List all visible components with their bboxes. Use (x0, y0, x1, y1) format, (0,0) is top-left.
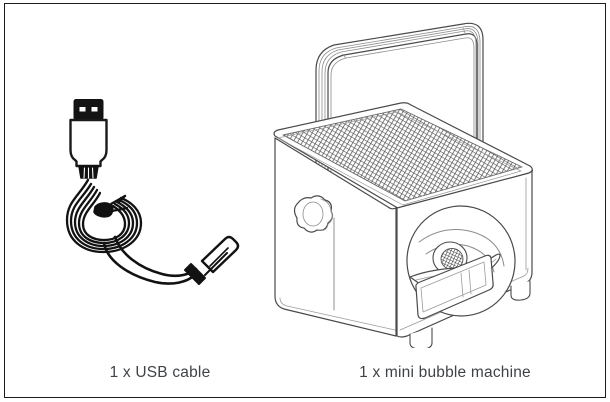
foot-front (409, 327, 433, 348)
fan-disc-assembly (406, 205, 516, 320)
fan-disc-arc-1 (418, 229, 505, 267)
usb-contact-left (79, 107, 86, 112)
usb-connector-body (69, 118, 108, 168)
usb-cable-illustration (55, 92, 255, 292)
barrel-plug-barrel (200, 235, 240, 274)
usb-connector-tip (73, 99, 104, 120)
knob-body (293, 195, 334, 233)
foot-right (510, 280, 531, 301)
mini-bubble-machine-illustration (258, 18, 543, 348)
coiled-cable (65, 178, 143, 254)
cable-tail-lower (102, 241, 197, 285)
caption-usb-cable: 1 x USB cable (109, 364, 211, 381)
feet (409, 280, 531, 348)
mesh-top-grille (273, 102, 533, 210)
outlet-tray-inner (420, 261, 487, 313)
barrel-plug-boot (184, 263, 206, 285)
cable-tie (93, 194, 129, 218)
usb-contact-right (91, 107, 98, 112)
body-left-face (274, 137, 397, 337)
dc-barrel-plug (184, 235, 240, 285)
outlet-tray (415, 254, 494, 320)
caption-mini-bubble-machine: 1 x mini bubble machine (359, 364, 531, 381)
thumb-screw-knob (293, 195, 334, 233)
knob-inner-ring (302, 201, 324, 227)
top-mesh-area (282, 108, 523, 202)
bubble-machine-drawing (273, 22, 534, 348)
usb-cable-drawing (65, 99, 240, 285)
